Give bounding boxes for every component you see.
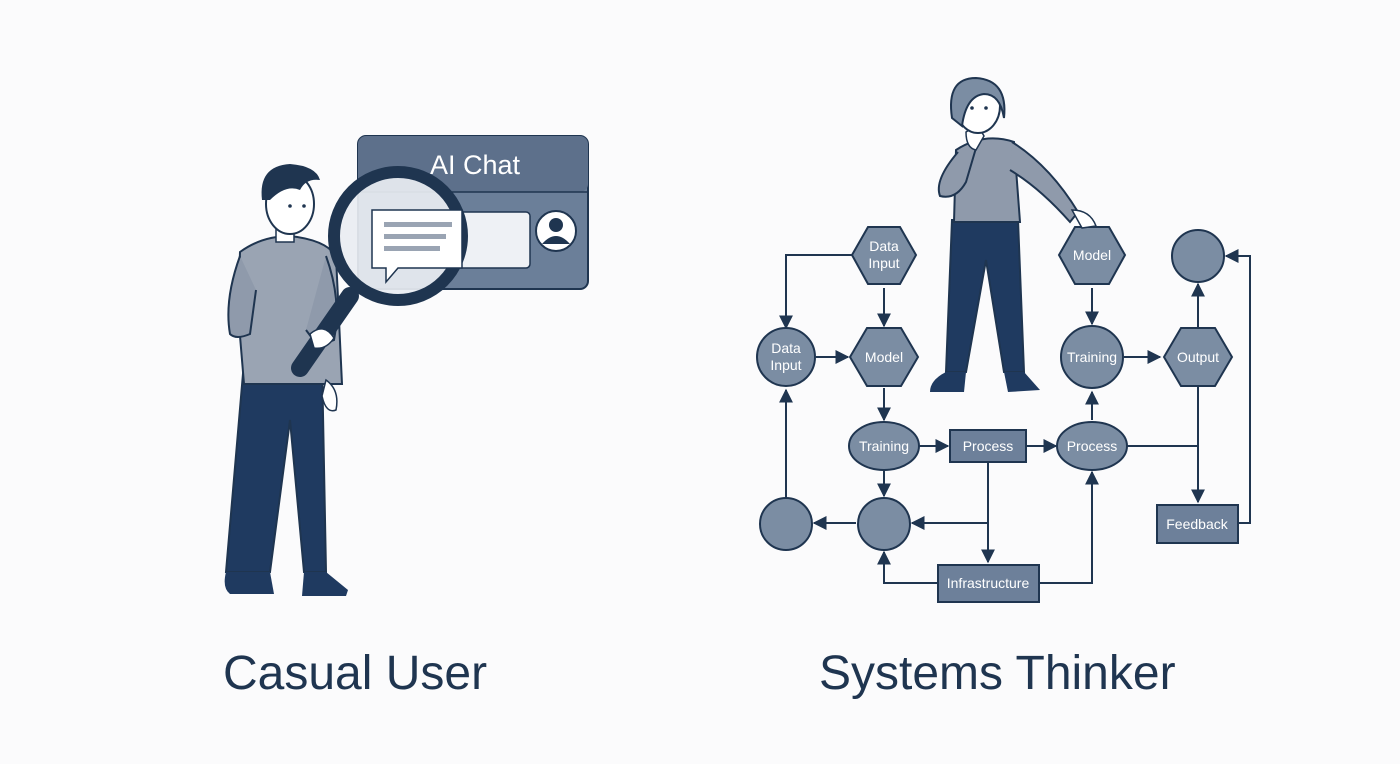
node-label: Output [1177, 349, 1219, 365]
node-label: Data [771, 340, 801, 356]
node-label: Training [1067, 349, 1117, 365]
diagram-node-rect-process: Process [949, 429, 1027, 463]
node-label: Input [868, 255, 899, 271]
casual-user-scene: AI Chat [224, 135, 589, 596]
systems-thinker-figure [930, 76, 1098, 392]
node-label: Input [770, 357, 801, 373]
diagram-node-circle-data-input: Data Input [756, 327, 816, 387]
node-label: Model [1073, 247, 1111, 263]
diagram-node-rect-infrastructure: Infrastructure [937, 564, 1040, 603]
node-label: Process [963, 438, 1014, 454]
diagram-node-rect-feedback: Feedback [1156, 504, 1239, 544]
user-avatar-icon [535, 210, 577, 252]
node-label: Training [859, 438, 909, 454]
diagram-node-circle-empty-left [759, 497, 813, 551]
diagram-node-ellipse-process-right: Process [1056, 421, 1128, 471]
systems-thinker-scene: Data Input Data Input Model Training Pro… [756, 76, 1251, 603]
magnifying-glass-icon [291, 166, 468, 377]
diagram-node-ellipse-training-left: Training [848, 421, 920, 471]
chat-title: AI Chat [430, 150, 521, 180]
diagram-node-hex-model-left: Model [848, 327, 920, 387]
caption-systems-thinker: Systems Thinker [819, 647, 1176, 700]
node-label: Infrastructure [947, 575, 1030, 591]
diagram-node-hex-output: Output [1162, 327, 1234, 387]
diagram-node-hex-data-input: Data Input [850, 226, 918, 285]
diagram-connectors [779, 249, 1251, 584]
node-label: Process [1067, 438, 1118, 454]
node-label: Feedback [1166, 516, 1228, 532]
diagram-node-circle-empty-top-right [1171, 229, 1225, 283]
diagram-node-hex-model-right: Model [1057, 226, 1127, 285]
node-label: Model [865, 349, 903, 365]
node-label: Data [869, 238, 899, 254]
diagram-node-circle-training-right: Training [1060, 325, 1124, 389]
caption-casual-user: Casual User [223, 647, 488, 700]
diagram-node-circle-empty-center [857, 497, 911, 551]
